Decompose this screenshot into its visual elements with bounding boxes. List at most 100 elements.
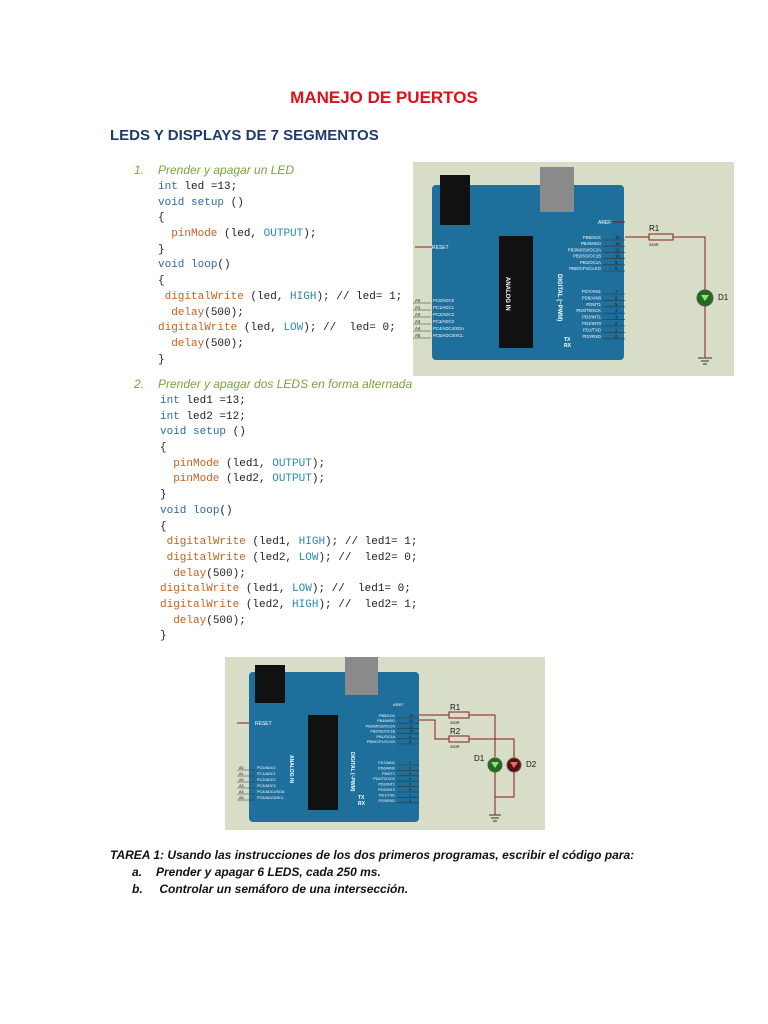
wire-to-led: [673, 236, 706, 290]
pin-number: 9: [615, 260, 618, 265]
pin-number: A1: [239, 772, 244, 776]
code-token: (led2,: [245, 551, 299, 564]
code-token: HIGH: [290, 290, 317, 303]
task1-number: 1.: [134, 163, 145, 177]
code-line: void setup (): [158, 196, 402, 212]
code-token: ); // led2= 1;: [318, 598, 418, 611]
analog-pins: PC0/ADC0A0PC1/ADC1A1PC2/ADC2A2PC3/ADC3A3…: [237, 766, 285, 801]
code-token: [158, 228, 171, 240]
code-token: [158, 291, 165, 303]
pin-number: 6: [409, 766, 411, 770]
pin-number: 1: [409, 793, 411, 797]
r1-label: R1: [649, 224, 660, 233]
digital-pwm-label: DIGITAL (~PWM): [349, 752, 355, 792]
pin-number: 11: [615, 247, 620, 252]
analog-pins: PC0/ADC0A0PC1/ADC1A1PC2/ADC2A2PC3/ADC3A3…: [413, 298, 464, 339]
pin-number: 5: [409, 772, 411, 776]
task2-number: 2.: [134, 377, 145, 391]
code-token: OUTPUT: [263, 228, 304, 241]
code-token: (): [224, 196, 244, 209]
led-d1-symbol: [491, 762, 499, 768]
pin-number: 13: [409, 714, 413, 718]
code-line: digitalWrite (led2, LOW); // led2= 0;: [160, 551, 418, 567]
pin-label: PB1/OC1A: [376, 735, 395, 739]
homework-item-a: a.Prender y apagar 6 LEDS, cada 250 ms.: [132, 865, 634, 879]
pin-label: PD1/TXD: [379, 793, 395, 797]
code-token: delay: [171, 337, 205, 350]
code-token: void: [160, 504, 187, 517]
wire-r1-d1: [469, 714, 496, 757]
pin-label: PB3/MOSI/OC2A: [366, 724, 396, 728]
code-line: delay(500);: [160, 567, 417, 583]
code-token: ); // led2= 0;: [318, 551, 418, 564]
tx-label: TX: [358, 795, 365, 801]
atmega-chip: [308, 715, 338, 810]
pin-number: 0: [615, 334, 618, 339]
code-line: int led1 =13;: [160, 394, 417, 410]
code-token: led1 =13;: [179, 395, 246, 407]
task1-heading: 1.Prender y apagar un LED: [134, 163, 294, 177]
power-jack: [540, 167, 574, 212]
code-token: pinMode: [173, 473, 220, 486]
usb-jack: [440, 175, 470, 225]
pin-label: PB0/ICP1/CLKO: [569, 266, 601, 271]
pin-number: 11: [409, 724, 413, 728]
code-line: void loop(): [158, 258, 402, 274]
code-token: digitalWrite: [158, 322, 238, 335]
homework-item-b-text: Controlar un semáforo de una intersecció…: [156, 882, 409, 896]
code-token: HIGH: [292, 598, 319, 611]
led-d1-symbol: [701, 295, 709, 301]
homework-item-b: b. Controlar un semáforo de una intersec…: [132, 882, 634, 896]
rx-label: RX: [358, 801, 366, 807]
code-line: {: [158, 211, 402, 227]
pin-label: PD2/INT0: [378, 788, 395, 792]
code-token: pinMode: [173, 457, 220, 470]
task2-heading-text: Prender y apagar dos LEDS en forma alter…: [158, 377, 413, 391]
pin-label: PD6/AIN0: [582, 295, 602, 300]
code-token: (led1,: [245, 536, 299, 549]
code-token: [160, 568, 173, 580]
pin-label: PB5/SCK: [583, 235, 601, 240]
pin-label: PC1/ADC1: [433, 305, 455, 310]
code-token: [160, 473, 173, 485]
resistor-r1: [648, 233, 674, 241]
code-token: void: [158, 259, 185, 272]
pin-label: PD7/AIN1: [582, 289, 602, 294]
homework-section: TAREA 1: Usando las instrucciones de los…: [110, 848, 634, 896]
resistor-r2: [448, 735, 470, 743]
pin-number: 5: [615, 302, 618, 307]
code-line: }: [158, 353, 402, 369]
code-token: ); // led= 0;: [303, 322, 396, 335]
code-token: [160, 615, 173, 627]
analog-in-label: ANALOG IN: [504, 277, 510, 311]
pin-label: PB2/SS/OC1B: [370, 730, 395, 734]
code-token: }: [160, 630, 167, 643]
code-token: (led1,: [219, 457, 273, 470]
code-token: [158, 307, 171, 319]
code-line: int led =13;: [158, 180, 402, 196]
code-token: delay: [173, 614, 207, 627]
pin-label: PD3/INT1: [378, 783, 395, 787]
pin-label: PD4/T0/XCK: [373, 777, 395, 781]
pin-number: 10: [409, 730, 413, 734]
pin-number: 6: [615, 295, 618, 300]
code-line: void loop(): [160, 504, 417, 520]
code-token: {: [158, 275, 165, 288]
pin-label: PD2/INT0: [582, 321, 601, 326]
code-token: setup: [191, 196, 225, 209]
pin-number: 7: [409, 761, 411, 765]
pin-number: A3: [239, 784, 244, 788]
r2-value: 330R: [450, 744, 460, 749]
code-token: );: [311, 457, 326, 470]
code-line: digitalWrite (led, LOW); // led= 0;: [158, 321, 402, 337]
code-line: {: [160, 441, 417, 457]
code-token: (led,: [217, 228, 264, 241]
reset-label: RESET: [255, 721, 272, 727]
code-line: delay(500);: [160, 614, 417, 630]
r2-label: R2: [450, 727, 461, 736]
code-line: {: [158, 274, 402, 290]
code-token: int: [158, 181, 178, 193]
code-token: [160, 536, 167, 548]
